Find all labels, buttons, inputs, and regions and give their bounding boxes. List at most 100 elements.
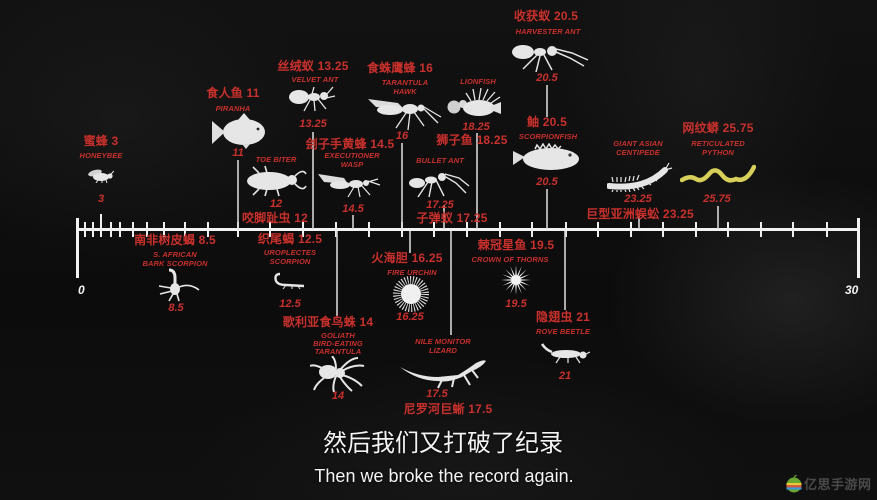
axis-tick [792, 222, 794, 237]
species-value: 16.25 [411, 251, 443, 265]
lionfish-label-en: LIONFISH [460, 77, 496, 86]
centipede-connector [638, 216, 640, 229]
axis-tick [597, 222, 599, 237]
species-value: 11 [246, 86, 260, 100]
honeybee-value: 3 [97, 193, 105, 205]
toe-biter-value: 12 [269, 198, 283, 210]
species-value: 19.5 [530, 238, 555, 252]
species-value: 8.5 [198, 233, 216, 247]
axis-tick [302, 222, 304, 237]
uroplectes-label-en-1: UROPLECTES [263, 248, 317, 257]
goliath-label-en-3: TARANTULA [314, 347, 362, 356]
species-name-cn: 蜜蜂 [83, 134, 108, 148]
piranha-label-cn: 食人鱼 11 [206, 87, 259, 100]
goliath-tarantula-connector [336, 231, 338, 316]
honeybee-label-cn: 蜜蜂 3 [84, 135, 119, 148]
harvester-ant-icon [512, 45, 589, 72]
axis-tick [826, 222, 828, 237]
harvester-ant-value: 20.5 [536, 72, 558, 84]
uroplectes-scorpion-icon [274, 272, 305, 290]
scorpionfish-label-cn: 鲉 20.5 [527, 116, 567, 129]
axis-tick [565, 222, 567, 237]
bullet-ant-icon [409, 173, 470, 198]
uroplectes-value: 12.5 [279, 298, 301, 310]
species-name-cn: 火海胆 [371, 251, 409, 265]
bullet-ant-label-en: BULLET ANT [416, 156, 464, 165]
species-name-cn: 隐翅虫 [536, 310, 573, 324]
axis-tick [100, 214, 102, 237]
goliath-value: 14 [331, 390, 345, 402]
species-name-cn: 织尾蝎 [257, 232, 295, 246]
bark-scorpion-label-en-1: S. AFRICAN [153, 250, 197, 259]
bark-scorpion-icon [158, 268, 200, 302]
species-name-cn: 尼罗河巨蜥 [403, 402, 465, 416]
centipede-value: 23.25 [624, 193, 652, 205]
centipede-label-en-1: GIANT ASIAN [613, 139, 663, 148]
goliath-tarantula-icon [310, 356, 365, 392]
axis-start-bar [76, 218, 79, 278]
bullet-ant-value: 17.25 [426, 199, 454, 211]
species-value: 17.25 [456, 211, 488, 225]
nile-monitor-label-cn: 尼罗河巨蜥 17.5 [404, 403, 493, 416]
goliath-label-en-1: GOLIATH [321, 331, 355, 340]
velvet-ant-connector [312, 132, 314, 229]
species-value: 16 [419, 61, 434, 75]
velvet-ant-icon [289, 86, 336, 112]
lionfish-icon [447, 88, 501, 116]
species-value: 18.25 [476, 133, 508, 147]
species-name-cn: 收获蚁 [513, 9, 551, 23]
species-value: 23.25 [662, 207, 694, 221]
species-value: 17.5 [468, 402, 493, 416]
species-value: 14.5 [370, 137, 395, 151]
nile-monitor-connector [450, 231, 452, 335]
species-value: 21 [576, 310, 590, 324]
axis-tick [184, 222, 186, 237]
species-name-cn: 巨型亚洲蜈蚣 [586, 207, 660, 221]
scorpionfish-icon [513, 143, 579, 170]
uroplectes-label-cn: 织尾蝎 12.5 [258, 233, 322, 246]
bullet-ant-connector [443, 205, 445, 229]
lionfish-connector [476, 133, 478, 229]
apple-logo-icon [786, 474, 802, 492]
rove-beetle-label-cn: 隐翅虫 21 [536, 311, 590, 324]
axis-tick [132, 222, 134, 237]
tarantula-hawk-connector [401, 143, 403, 229]
executioner-wasp-label-cn: 刽子手黄蜂 14.5 [306, 138, 395, 151]
fire-urchin-value: 16.25 [396, 311, 424, 323]
axis-tick [368, 222, 370, 237]
axis-tick [269, 222, 271, 237]
species-name-cn: 歌利亚食鸟蛛 [282, 315, 356, 329]
axis-tick [110, 222, 112, 237]
species-name-cn: 丝绒蚁 [277, 59, 315, 73]
species-value: 12 [294, 211, 309, 225]
velvet-ant-value: 13.25 [299, 118, 327, 130]
tarantula-hawk-label-cn: 食蛛鹰蜂 16 [367, 62, 433, 75]
rove-beetle-icon [540, 343, 590, 364]
executioner-wasp-connector [352, 215, 354, 229]
piranha-connector [237, 160, 239, 229]
axis-tick [92, 222, 94, 237]
crown-of-thorns-icon [501, 265, 531, 295]
axis-min-label: 0 [78, 283, 85, 297]
velvet-ant-label-cn: 丝绒蚁 13.25 [277, 60, 348, 73]
tarantula-hawk-label-en-2: HAWK [393, 87, 417, 96]
python-icon [680, 164, 756, 183]
subtitle-chinese: 然后我们又打破了纪录 [323, 430, 563, 457]
goliath-label-en-2: BIRD-EATING [313, 339, 363, 348]
nile-monitor-icon [400, 360, 486, 389]
species-value: 25.75 [722, 121, 754, 135]
species-name-cn: 食蛛鹰蜂 [366, 61, 416, 75]
python-label-cn: 网纹蟒 25.75 [682, 122, 753, 135]
honeybee-label-en: HONEYBEE [79, 151, 123, 160]
lionfish-label-cn: 狮子鱼 18.25 [436, 134, 507, 147]
axis-tick [727, 222, 729, 237]
tarantula-hawk-value: 16 [395, 130, 409, 142]
watermark: 亿思手游网 [786, 474, 872, 493]
centipede-icon [607, 162, 673, 192]
python-connector [717, 206, 719, 229]
piranha-value: 11 [232, 147, 244, 159]
crown-of-thorns-label-en: CROWN OF THORNS [471, 255, 549, 264]
centipede-label-en-2: CENTIPEDE [616, 148, 660, 157]
axis-tick [119, 222, 121, 237]
scorpionfish-value: 20.5 [536, 176, 558, 188]
